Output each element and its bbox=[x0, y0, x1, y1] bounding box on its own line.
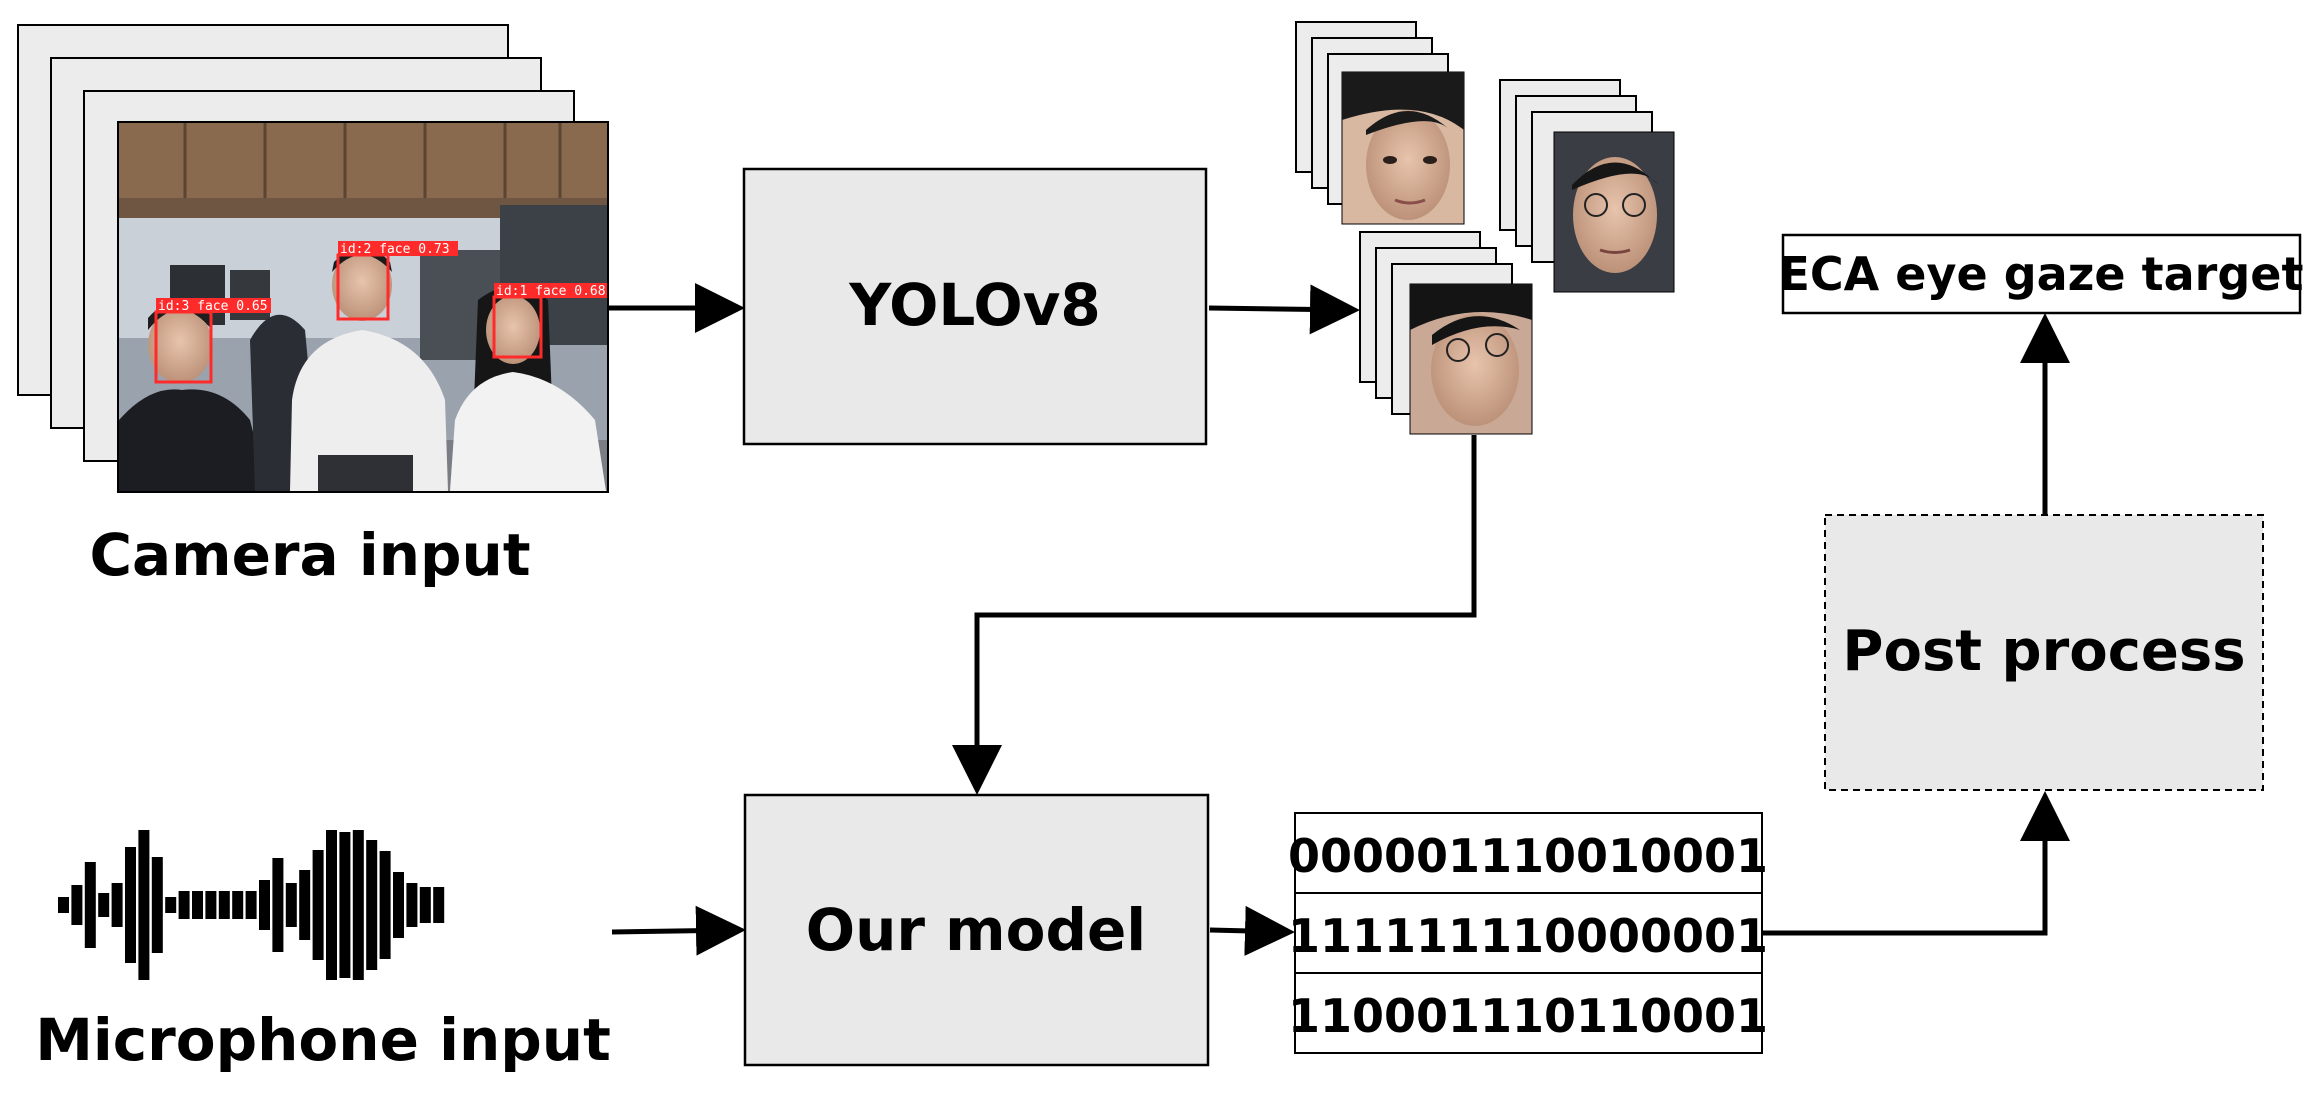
waveform-bar bbox=[393, 872, 404, 938]
waveform-bar bbox=[178, 891, 190, 919]
face-crop-stack-2 bbox=[1499, 79, 1675, 293]
binary-row-1: 000001110010001 bbox=[1288, 829, 1768, 883]
waveform-bar bbox=[379, 851, 391, 959]
waveform-bar bbox=[192, 891, 203, 919]
arrow-model-to-output bbox=[1209, 905, 1295, 956]
waveform-bar bbox=[151, 857, 163, 953]
waveform-bar bbox=[205, 891, 217, 919]
waveform-bar bbox=[165, 897, 177, 913]
waveform-bar bbox=[58, 897, 69, 913]
face-crop-stack-3 bbox=[1359, 231, 1533, 435]
camera-frame-image: id:3 face 0.65 id:2 face 0.73 id:1 face … bbox=[117, 121, 609, 493]
binary-output-table: 000001110010001 111111110000001 11000111… bbox=[1288, 812, 1768, 1054]
binary-row-2: 111111110000001 bbox=[1288, 909, 1768, 963]
yolo-label: YOLOv8 bbox=[848, 271, 1101, 339]
detection-box-id2: id:2 face 0.73 bbox=[336, 241, 458, 321]
waveform-bar bbox=[245, 891, 257, 919]
waveform-bar bbox=[111, 883, 123, 927]
microphone-waveform-icon bbox=[58, 830, 445, 980]
waveform-bar bbox=[232, 891, 244, 919]
waveform-bar bbox=[285, 883, 297, 927]
waveform-bar bbox=[326, 830, 337, 980]
model-block: Our model bbox=[743, 793, 1210, 1067]
waveform-bar bbox=[312, 850, 324, 960]
model-label: Our model bbox=[806, 896, 1146, 964]
waveform-bar bbox=[218, 891, 230, 919]
connectors bbox=[608, 283, 2070, 956]
arrow-mic-to-model bbox=[611, 905, 746, 956]
detection-box-id1: id:1 face 0.68 bbox=[492, 283, 607, 359]
waveform-bar bbox=[366, 840, 378, 970]
arrow-output-to-postprocess bbox=[1762, 791, 2070, 936]
waveform-bar bbox=[71, 885, 83, 925]
arrow-yolo-to-faces bbox=[1208, 284, 1360, 335]
waveform-bar bbox=[339, 832, 351, 978]
waveform-bar bbox=[98, 893, 110, 917]
waveform-bar bbox=[259, 880, 270, 930]
detection-label-id2: id:2 face 0.73 bbox=[340, 242, 450, 257]
detection-label-id1: id:1 face 0.68 bbox=[496, 284, 606, 299]
detection-box-id3: id:3 face 0.65 bbox=[154, 298, 271, 384]
post-process-block: Post process bbox=[1824, 514, 2264, 791]
waveform-bar bbox=[419, 887, 431, 923]
post-process-label: Post process bbox=[1842, 619, 2245, 684]
waveform-bar bbox=[84, 862, 96, 948]
waveform-bar bbox=[299, 870, 311, 940]
face-crop-stack-1 bbox=[1295, 21, 1465, 225]
waveform-bar bbox=[352, 830, 364, 980]
microphone-input-label: Microphone input bbox=[35, 1006, 611, 1074]
waveform-bar bbox=[272, 858, 284, 952]
binary-row-3: 110001110110001 bbox=[1288, 989, 1768, 1043]
arrow-faces-to-model bbox=[952, 435, 1477, 795]
waveform-bar bbox=[125, 847, 136, 963]
camera-input-label: Camera input bbox=[89, 521, 530, 589]
output-target-box: ECA eye gaze target bbox=[1779, 233, 2304, 315]
detection-label-id3: id:3 face 0.65 bbox=[158, 299, 268, 314]
yolo-block: YOLOv8 bbox=[742, 167, 1208, 446]
waveform-bar bbox=[433, 887, 445, 923]
waveform-bar bbox=[138, 830, 150, 980]
waveform-bar bbox=[406, 883, 418, 927]
output-target-label: ECA eye gaze target bbox=[1779, 247, 2304, 301]
